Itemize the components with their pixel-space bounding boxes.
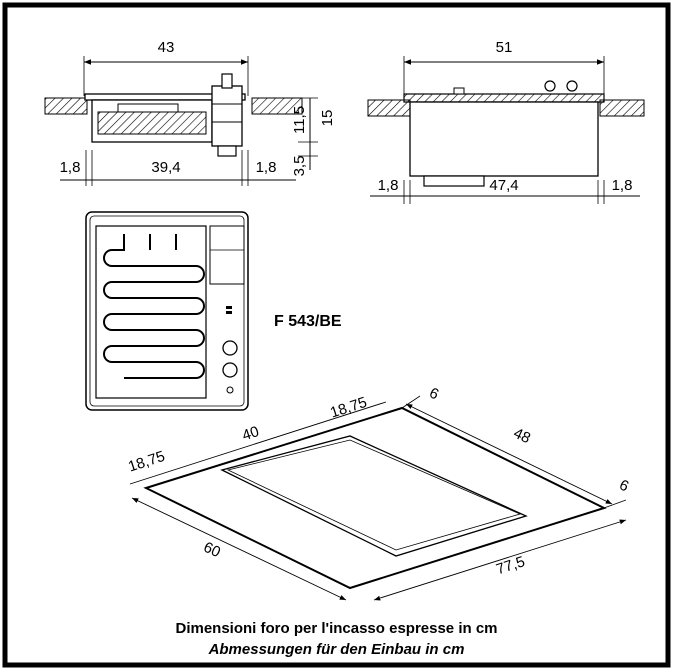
front-width-label: 51 <box>496 39 513 56</box>
front-view: 51 1,8 47,4 1,8 <box>367 39 645 204</box>
control-knob-icon <box>222 362 238 378</box>
front-inner-width-label: 47,4 <box>489 177 518 194</box>
caption-italian: Dimensioni foro per l'incasso espresse i… <box>175 620 498 637</box>
side-view: 43 1,8 39,4 1,8 11,5 15 3,5 <box>44 39 336 186</box>
cutout-top-margin-label: 18,75 <box>328 394 369 422</box>
cutout-left-margin-label: 18,75 <box>126 448 167 476</box>
hob-top-view <box>85 211 249 411</box>
cutout-bottom-edge-label: 6 <box>617 476 632 495</box>
front-overhang-left-label: 1,8 <box>378 177 399 194</box>
heating-element-icon <box>103 234 205 379</box>
model-label: F 543/BE <box>274 313 342 330</box>
side-inner-width-label: 39,4 <box>151 159 180 176</box>
side-overhang-left-label: 1,8 <box>60 159 81 176</box>
cutout-diagram: 18,75 40 18,75 6 48 6 60 77,5 <box>126 384 632 601</box>
side-height-top-label: 11,5 <box>291 106 308 134</box>
front-overhang-right-label: 1,8 <box>612 177 633 194</box>
side-height-total-label: 15 <box>319 110 336 127</box>
cutout-front-width-label: 60 <box>201 539 223 561</box>
cutout-right-edge-label: 6 <box>427 384 442 403</box>
side-width-label: 43 <box>158 39 175 56</box>
side-overhang-right-label: 1,8 <box>256 159 277 176</box>
caption-german: Abmessungen für den Einbau in cm <box>208 641 465 658</box>
side-height-bottom-label: 3,5 <box>291 156 308 177</box>
control-knob-icon <box>222 340 238 356</box>
cutout-right-width-label: 77,5 <box>494 553 527 578</box>
cutout-back-width-label: 40 <box>240 423 261 444</box>
cutout-depth-label: 48 <box>511 425 533 447</box>
